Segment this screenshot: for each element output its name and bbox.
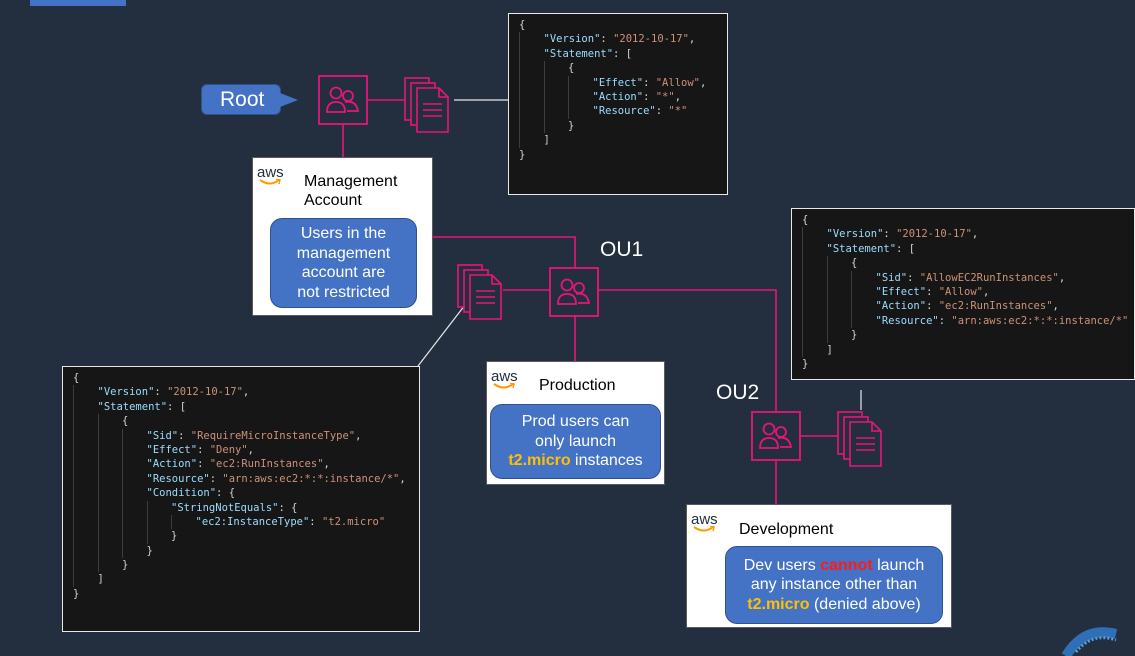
ou1-policy-pointer <box>417 304 466 367</box>
development-note-deny-word: cannot <box>820 556 873 574</box>
aws-logo-icon: aws <box>257 164 285 188</box>
management-name-line2: Account <box>304 192 362 209</box>
policy-line: } <box>73 529 409 544</box>
development-note-line1-b: launch <box>872 556 925 574</box>
policy-line: { <box>519 61 717 76</box>
policy-line: } <box>519 118 717 134</box>
policy-line: } <box>802 328 1124 343</box>
aws-smile-icon <box>493 383 515 389</box>
policy-line: "Effect": "Allow", <box>519 75 717 90</box>
aws-logo-icon: aws <box>691 511 719 535</box>
development-note-line3: t2.micro (denied above) <box>726 595 942 615</box>
root-policy-box: {"Version": "2012-10-17","Statement": [{… <box>508 13 728 195</box>
policy-line: "Resource": "*" <box>519 104 717 119</box>
policy-line: "Action": "ec2:RunInstances", <box>802 299 1124 314</box>
policy-line: } <box>73 587 80 600</box>
policy-line: "StringNotEquals": { <box>73 500 409 515</box>
ou2-label: OU2 <box>716 381 760 404</box>
connectors <box>342 99 838 505</box>
development-note-line1: Dev users cannot launch <box>726 556 942 576</box>
policy-line: "Statement": [ <box>802 241 1124 257</box>
policy-line: "Action": "*", <box>519 89 717 105</box>
policy-line: ] <box>802 342 1124 357</box>
development-note: Dev users cannot launch any instance oth… <box>725 546 943 624</box>
policy-line: "Condition": { <box>73 486 409 501</box>
root-callout: Root <box>201 84 298 115</box>
corner-logo-icon <box>1061 627 1118 656</box>
policy-line: "Sid": "AllowEC2RunInstances", <box>802 270 1124 285</box>
policy-line: "Version": "2012-10-17", <box>802 227 1124 242</box>
development-note-line1-a: Dev users <box>743 556 821 574</box>
development-account-box: aws Development Dev users cannot launch … <box>686 504 952 628</box>
production-account-box: aws Production Prod users can only launc… <box>486 361 665 485</box>
aws-logo-text: aws <box>691 511 718 528</box>
policy-line: "Sid": "RequireMicroInstanceType", <box>73 428 409 443</box>
ou1-policy-box: {"Version": "2012-10-17","Statement": [{… <box>62 366 420 632</box>
root-ou-icon <box>318 75 368 125</box>
root-policy-icon <box>404 77 449 133</box>
development-note-line2: any instance other than <box>750 576 918 594</box>
policy-pointers <box>417 99 862 410</box>
policy-line: ] <box>73 572 409 587</box>
management-account-box: aws Management Account Users in the mana… <box>252 157 433 316</box>
management-note-line3: account are <box>301 264 386 281</box>
policy-line: "Action": "ec2:RunInstances", <box>73 457 409 472</box>
policy-line: "Effect": "Allow", <box>802 284 1124 300</box>
management-note-line2: management <box>296 244 391 262</box>
policy-line: } <box>73 558 409 573</box>
policy-line: "Version": "2012-10-17", <box>73 385 409 400</box>
policy-line: "Resource": "arn:aws:ec2:*:*:instance/*" <box>802 313 1128 329</box>
header-accent-bar <box>30 0 126 6</box>
policy-line: { <box>73 372 80 384</box>
production-note-line3-rest: instances <box>570 452 643 470</box>
management-to-ou1-line <box>432 236 576 268</box>
production-note-highlight: t2.micro <box>508 452 571 470</box>
aws-smile-icon <box>693 526 715 532</box>
ou1-label: OU1 <box>600 238 644 261</box>
policy-line: { <box>73 414 409 429</box>
development-note-highlight: t2.micro <box>747 595 810 613</box>
policy-line: } <box>519 148 526 161</box>
management-note-line4: not restricted <box>297 283 390 301</box>
management-account-name: Management Account <box>304 172 397 210</box>
ou1-policy-icon <box>457 264 502 320</box>
development-note-line3-rest: (denied above) <box>809 595 921 613</box>
policy-line: ] <box>519 133 717 148</box>
policy-line: "Resource": "arn:aws:ec2:*:*:instance/*"… <box>73 471 409 487</box>
ou1-icon <box>549 267 599 317</box>
ou2-policy-box: {"Version": "2012-10-17","Statement": [{… <box>791 208 1135 380</box>
policy-line: { <box>802 214 809 226</box>
policy-line: "Version": "2012-10-17", <box>519 32 717 47</box>
policy-line: "Statement": [ <box>73 399 409 415</box>
policy-line: "ec2:InstanceType": "t2.micro" <box>73 514 409 530</box>
policy-line: { <box>519 19 526 31</box>
policy-line: "Statement": [ <box>519 46 717 62</box>
management-name-line1: Management <box>304 173 398 190</box>
aws-logo-text: aws <box>257 164 284 181</box>
production-note: Prod users can only launch t2.micro inst… <box>490 404 661 479</box>
production-note-line1: Prod users can <box>521 413 630 431</box>
management-note: Users in the management account are not … <box>270 218 417 308</box>
production-note-line3: t2.micro instances <box>491 451 660 471</box>
development-account-name: Development <box>739 521 834 538</box>
policy-line: "Effect": "Deny", <box>73 442 409 458</box>
policy-line: } <box>73 543 409 559</box>
aws-logo-icon: aws <box>491 368 519 392</box>
ou2-icon <box>751 411 801 461</box>
policy-line: } <box>802 357 809 370</box>
production-note-line2: only launch <box>535 432 616 450</box>
aws-logo-text: aws <box>491 368 518 385</box>
production-account-name: Production <box>539 377 616 394</box>
ou2-policy-icon <box>837 411 882 467</box>
aws-smile-icon <box>259 179 281 185</box>
management-note-line1: Users in the <box>300 225 387 242</box>
ou1-to-ou2-line <box>598 289 777 412</box>
policy-line: { <box>802 256 1124 271</box>
root-label: Root <box>220 88 265 111</box>
